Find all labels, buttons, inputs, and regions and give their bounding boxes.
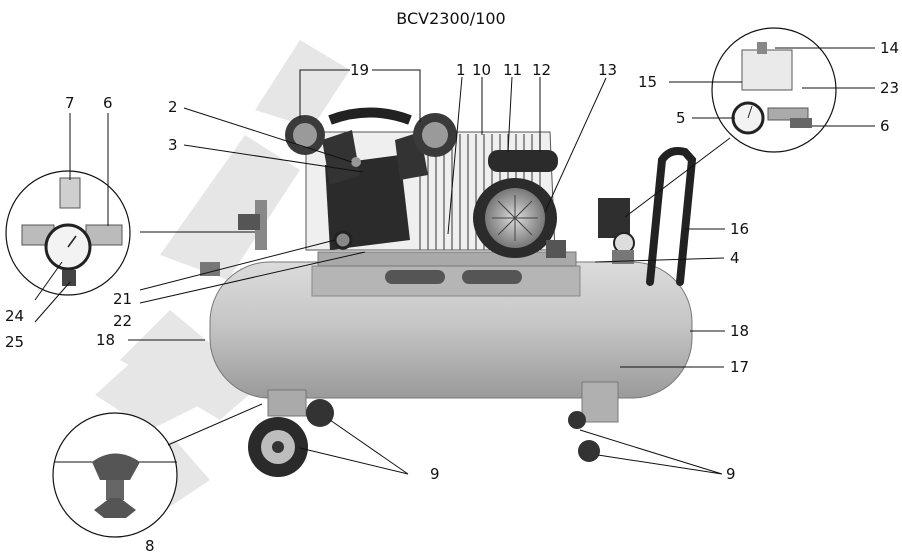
label-24: 24 [5, 307, 24, 325]
detail-drain-valve [52, 412, 178, 538]
detail-pressure-switch [711, 27, 837, 153]
label-4: 4 [730, 249, 740, 267]
detail-regulator [5, 170, 131, 296]
label-6-right: 6 [880, 117, 890, 135]
label-18-right: 18 [730, 322, 749, 340]
label-16: 16 [730, 220, 749, 238]
tow-handle [646, 147, 697, 286]
label-13: 13 [598, 61, 617, 79]
label-17: 17 [730, 358, 749, 376]
label-23: 23 [880, 79, 899, 97]
pressure-switch [598, 198, 635, 264]
model-title: BCV2300/100 [396, 9, 505, 28]
label-9-right: 9 [726, 465, 736, 483]
air-tank [209, 251, 693, 399]
label-19: 19 [350, 61, 369, 79]
label-3: 3 [168, 136, 178, 154]
label-21: 21 [113, 290, 132, 308]
compressor-pump [285, 113, 457, 250]
label-2: 2 [168, 98, 178, 116]
wheels [248, 381, 619, 477]
label-12: 12 [532, 61, 551, 79]
label-11: 11 [503, 61, 522, 79]
label-10: 10 [472, 61, 491, 79]
label-15: 15 [638, 73, 657, 91]
label-8: 8 [145, 537, 155, 555]
label-18-left: 18 [96, 331, 115, 349]
label-9-left: 9 [430, 465, 440, 483]
label-14: 14 [880, 39, 899, 57]
label-1: 1 [456, 61, 466, 79]
label-25: 25 [5, 333, 24, 351]
label-5: 5 [676, 109, 686, 127]
label-7: 7 [65, 94, 75, 112]
safety-valve [200, 200, 267, 276]
leader-lines [34, 47, 875, 475]
label-6-left: 6 [103, 94, 113, 112]
label-22: 22 [113, 312, 132, 330]
electric-motor [473, 150, 566, 258]
part-labels: 19 1 10 11 12 13 2 3 14 15 23 5 6 16 4 1… [5, 39, 899, 555]
